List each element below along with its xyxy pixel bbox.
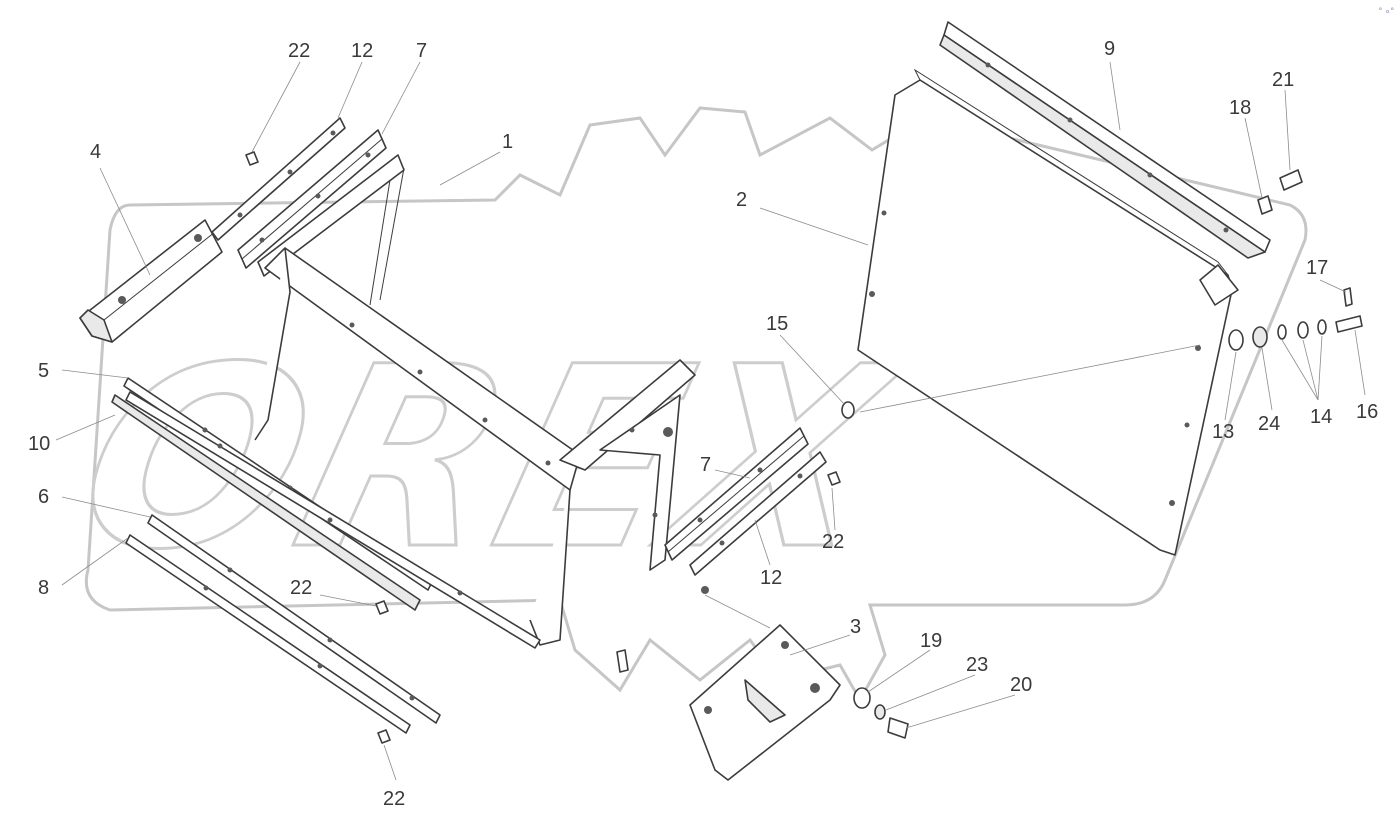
hardware xyxy=(245,151,1363,744)
part-12-upper-strip xyxy=(211,117,346,241)
callout-2: 2 xyxy=(736,189,747,211)
callout-22-top: 22 xyxy=(288,40,310,62)
callout-17: 17 xyxy=(1306,257,1328,279)
callout-7-lower: 7 xyxy=(700,454,711,476)
watermark-gear-outline xyxy=(84,106,1308,704)
callout-9: 9 xyxy=(1104,38,1115,60)
callout-16: 16 xyxy=(1356,401,1378,423)
part-12-lower-strip xyxy=(689,451,827,576)
callout-22-bottom: 22 xyxy=(383,788,405,810)
callout-14: 14 xyxy=(1310,406,1332,428)
part-4-bracket xyxy=(79,219,223,343)
leader-lines xyxy=(55,61,1366,781)
callout-22-mid-right: 22 xyxy=(822,531,844,553)
callout-12-lower: 12 xyxy=(760,567,782,589)
part-1-frame xyxy=(254,167,696,646)
part-7-upper-angle xyxy=(237,129,405,277)
callout-15: 15 xyxy=(766,313,788,335)
callout-4: 4 xyxy=(90,141,101,163)
callout-24: 24 xyxy=(1258,413,1280,435)
corner-mark: ° ∘° xyxy=(1378,6,1394,16)
callout-18: 18 xyxy=(1229,97,1251,119)
part-10-long-angle xyxy=(111,391,541,649)
callout-12-upper: 12 xyxy=(351,40,373,62)
callout-19: 19 xyxy=(920,630,942,652)
part-8-strip xyxy=(125,534,411,734)
part-2-panel xyxy=(857,68,1239,556)
part-6-strip xyxy=(147,514,441,724)
callout-10: 10 xyxy=(28,433,50,455)
callout-8: 8 xyxy=(38,577,49,599)
callout-22-mid-left: 22 xyxy=(290,577,312,599)
callout-20: 20 xyxy=(1010,674,1032,696)
part-3-base-plate xyxy=(689,624,841,781)
callout-3: 3 xyxy=(850,616,861,638)
callout-7-upper: 7 xyxy=(416,40,427,62)
callout-5: 5 xyxy=(38,360,49,382)
callout-21: 21 xyxy=(1272,69,1294,91)
callout-1: 1 xyxy=(502,131,513,153)
callout-23: 23 xyxy=(966,654,988,676)
part-7-lower-angle xyxy=(664,427,809,561)
part-9-strip xyxy=(939,21,1271,259)
callout-6: 6 xyxy=(38,486,49,508)
callout-13: 13 xyxy=(1212,421,1234,443)
watermark-text: OREX xyxy=(54,313,924,605)
callouts: 1 2 3 4 5 6 7 7 8 9 10 12 12 13 14 15 16… xyxy=(28,38,1378,810)
